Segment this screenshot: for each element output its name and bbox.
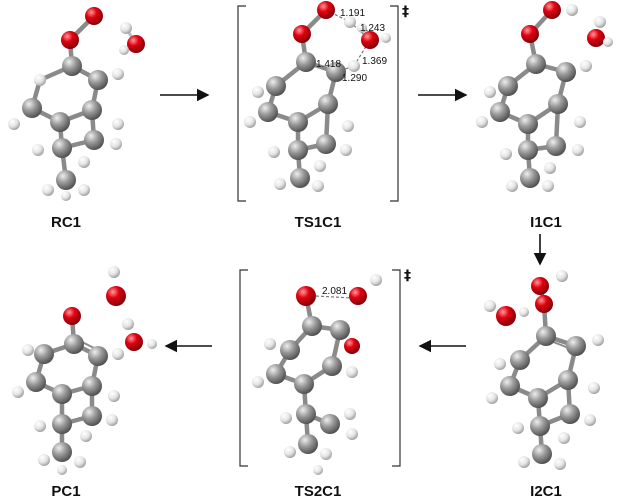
ts1c1-distance-4: 1.369 — [362, 56, 387, 67]
ts2c1-transition-state-mark: ‡ — [404, 268, 411, 284]
molecule-i2c1 — [484, 270, 604, 470]
label-ts2c1: TS2C1 — [295, 483, 342, 498]
ts1c1-distance-2: 1.243 — [360, 23, 385, 34]
ts2c1-right-bracket — [392, 269, 401, 467]
ts1c1-left-bracket — [237, 5, 246, 202]
molecule-rc1 — [8, 7, 145, 201]
ts1c1-right-bracket — [390, 5, 399, 202]
ts1c1-transition-state-mark: ‡ — [402, 4, 409, 20]
ts1c1-distance-5: 1.290 — [342, 73, 367, 84]
ts1c1-distance-1: 1.191 — [340, 8, 365, 19]
label-i1c1: I1C1 — [530, 214, 562, 231]
label-pc1: PC1 — [51, 483, 80, 498]
ts1c1-distance-3: 1.418 — [316, 59, 341, 70]
ts2c1-left-bracket — [239, 269, 248, 467]
ts2c1-distance-1: 2.081 — [322, 286, 347, 297]
molecule-pc1 — [12, 266, 157, 475]
molecule-i1c1 — [476, 1, 613, 192]
label-rc1: RC1 — [51, 214, 81, 231]
molecule-ts2c1 — [239, 269, 401, 475]
label-ts1c1: TS1C1 — [295, 214, 342, 231]
label-i2c1: I2C1 — [530, 483, 562, 498]
molecule-ts1c1 — [237, 1, 399, 202]
